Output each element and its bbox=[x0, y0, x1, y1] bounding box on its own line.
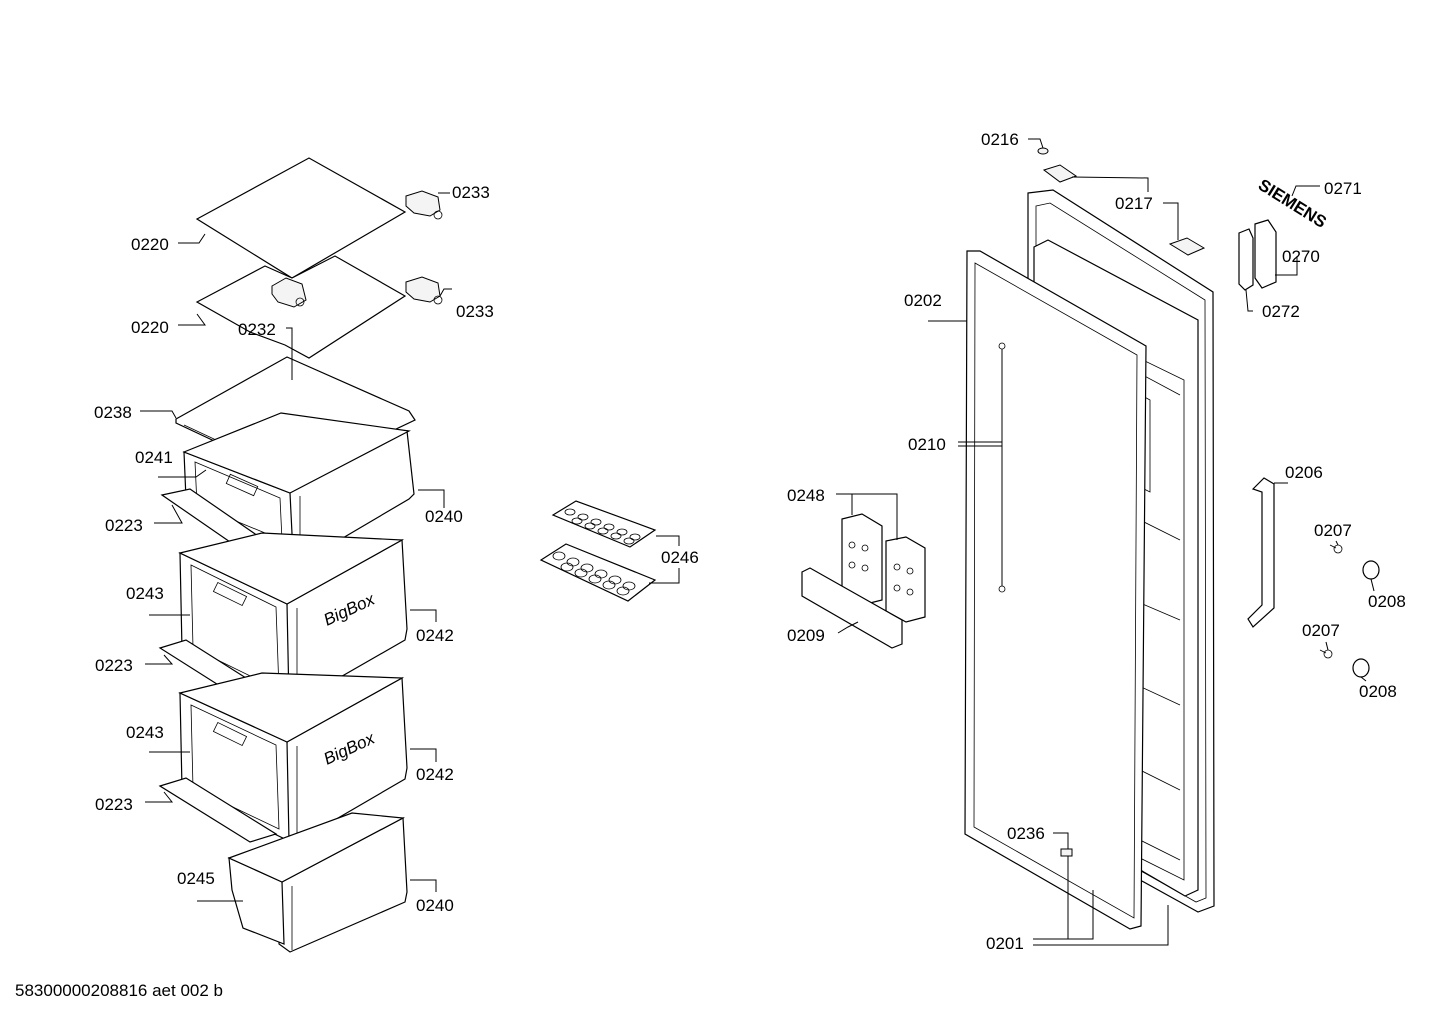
label-0242-1: 0242 bbox=[416, 626, 454, 645]
hinge-cap bbox=[1037, 147, 1049, 155]
freezer-drawer-4 bbox=[227, 812, 408, 953]
part-labels: 0216 0217 0271 0270 0272 0202 0210 0206 … bbox=[94, 130, 1406, 953]
door-clip bbox=[1060, 848, 1073, 857]
label-0238: 0238 bbox=[94, 403, 132, 422]
label-0220-upper: 0220 bbox=[131, 235, 169, 254]
label-0241: 0241 bbox=[135, 448, 173, 467]
label-0271: 0271 bbox=[1324, 179, 1362, 198]
drawer-divider-3 bbox=[158, 777, 278, 843]
ice-cube-tray-upper bbox=[551, 500, 657, 548]
label-0220-lower: 0220 bbox=[131, 318, 169, 337]
label-0233-upper: 0233 bbox=[452, 183, 490, 202]
label-0223-3: 0223 bbox=[95, 795, 133, 814]
label-0201: 0201 bbox=[986, 934, 1024, 953]
label-0223-2: 0223 bbox=[95, 656, 133, 675]
label-0240-upper: 0240 bbox=[425, 507, 463, 526]
label-0207-upper: 0207 bbox=[1314, 521, 1352, 540]
handle-screw-upper bbox=[1329, 544, 1343, 554]
label-0272: 0272 bbox=[1262, 302, 1300, 321]
label-0206: 0206 bbox=[1285, 463, 1323, 482]
label-0242-2: 0242 bbox=[416, 765, 454, 784]
door-handle bbox=[1247, 477, 1275, 628]
label-0208-lower: 0208 bbox=[1359, 682, 1397, 701]
label-0236: 0236 bbox=[1007, 824, 1045, 843]
label-0240-lower: 0240 bbox=[416, 896, 454, 915]
label-0243-1: 0243 bbox=[126, 584, 164, 603]
handle-cap-upper bbox=[1362, 560, 1380, 580]
shelf-clip-upper-right bbox=[405, 190, 443, 220]
freezer-drawer-3: BigBox bbox=[178, 672, 408, 847]
label-0223-1: 0223 bbox=[105, 516, 143, 535]
glass-shelf-lower bbox=[195, 255, 407, 359]
display-module bbox=[1254, 219, 1277, 289]
label-0216: 0216 bbox=[981, 130, 1019, 149]
handle-screw-lower bbox=[1319, 649, 1333, 659]
ice-cube-tray-lower bbox=[539, 543, 657, 602]
label-0245: 0245 bbox=[177, 869, 215, 888]
label-0207-lower: 0207 bbox=[1302, 621, 1340, 640]
cold-pack-right bbox=[885, 536, 926, 623]
shelf-clip-lower-right bbox=[405, 276, 443, 305]
handle-cap-lower bbox=[1352, 658, 1370, 678]
leader-lines bbox=[140, 138, 1375, 946]
label-0202: 0202 bbox=[904, 291, 942, 310]
label-0246: 0246 bbox=[661, 548, 699, 567]
label-0248: 0248 bbox=[787, 486, 825, 505]
glass-shelf-upper bbox=[195, 157, 407, 279]
label-0210: 0210 bbox=[908, 435, 946, 454]
hinge-cover-side bbox=[1168, 237, 1206, 256]
freezer-drawer-1 bbox=[182, 412, 415, 563]
document-code: 58300000208816 aet 002 b bbox=[15, 981, 223, 1000]
shelf-clip-center-upper bbox=[271, 277, 307, 308]
label-0233-lower: 0233 bbox=[456, 302, 494, 321]
cold-pack-left bbox=[841, 513, 883, 606]
hinge-cover-top bbox=[1042, 164, 1078, 183]
label-0232: 0232 bbox=[238, 320, 276, 339]
freezer-drawer-2: BigBox bbox=[178, 532, 408, 707]
door-gasket bbox=[964, 250, 1147, 930]
cold-pack-holder bbox=[801, 567, 903, 649]
label-0217: 0217 bbox=[1115, 194, 1153, 213]
label-0208-upper: 0208 bbox=[1368, 592, 1406, 611]
label-0243-2: 0243 bbox=[126, 723, 164, 742]
label-0270: 0270 bbox=[1282, 247, 1320, 266]
display-cover bbox=[1238, 228, 1254, 291]
label-0209: 0209 bbox=[787, 626, 825, 645]
